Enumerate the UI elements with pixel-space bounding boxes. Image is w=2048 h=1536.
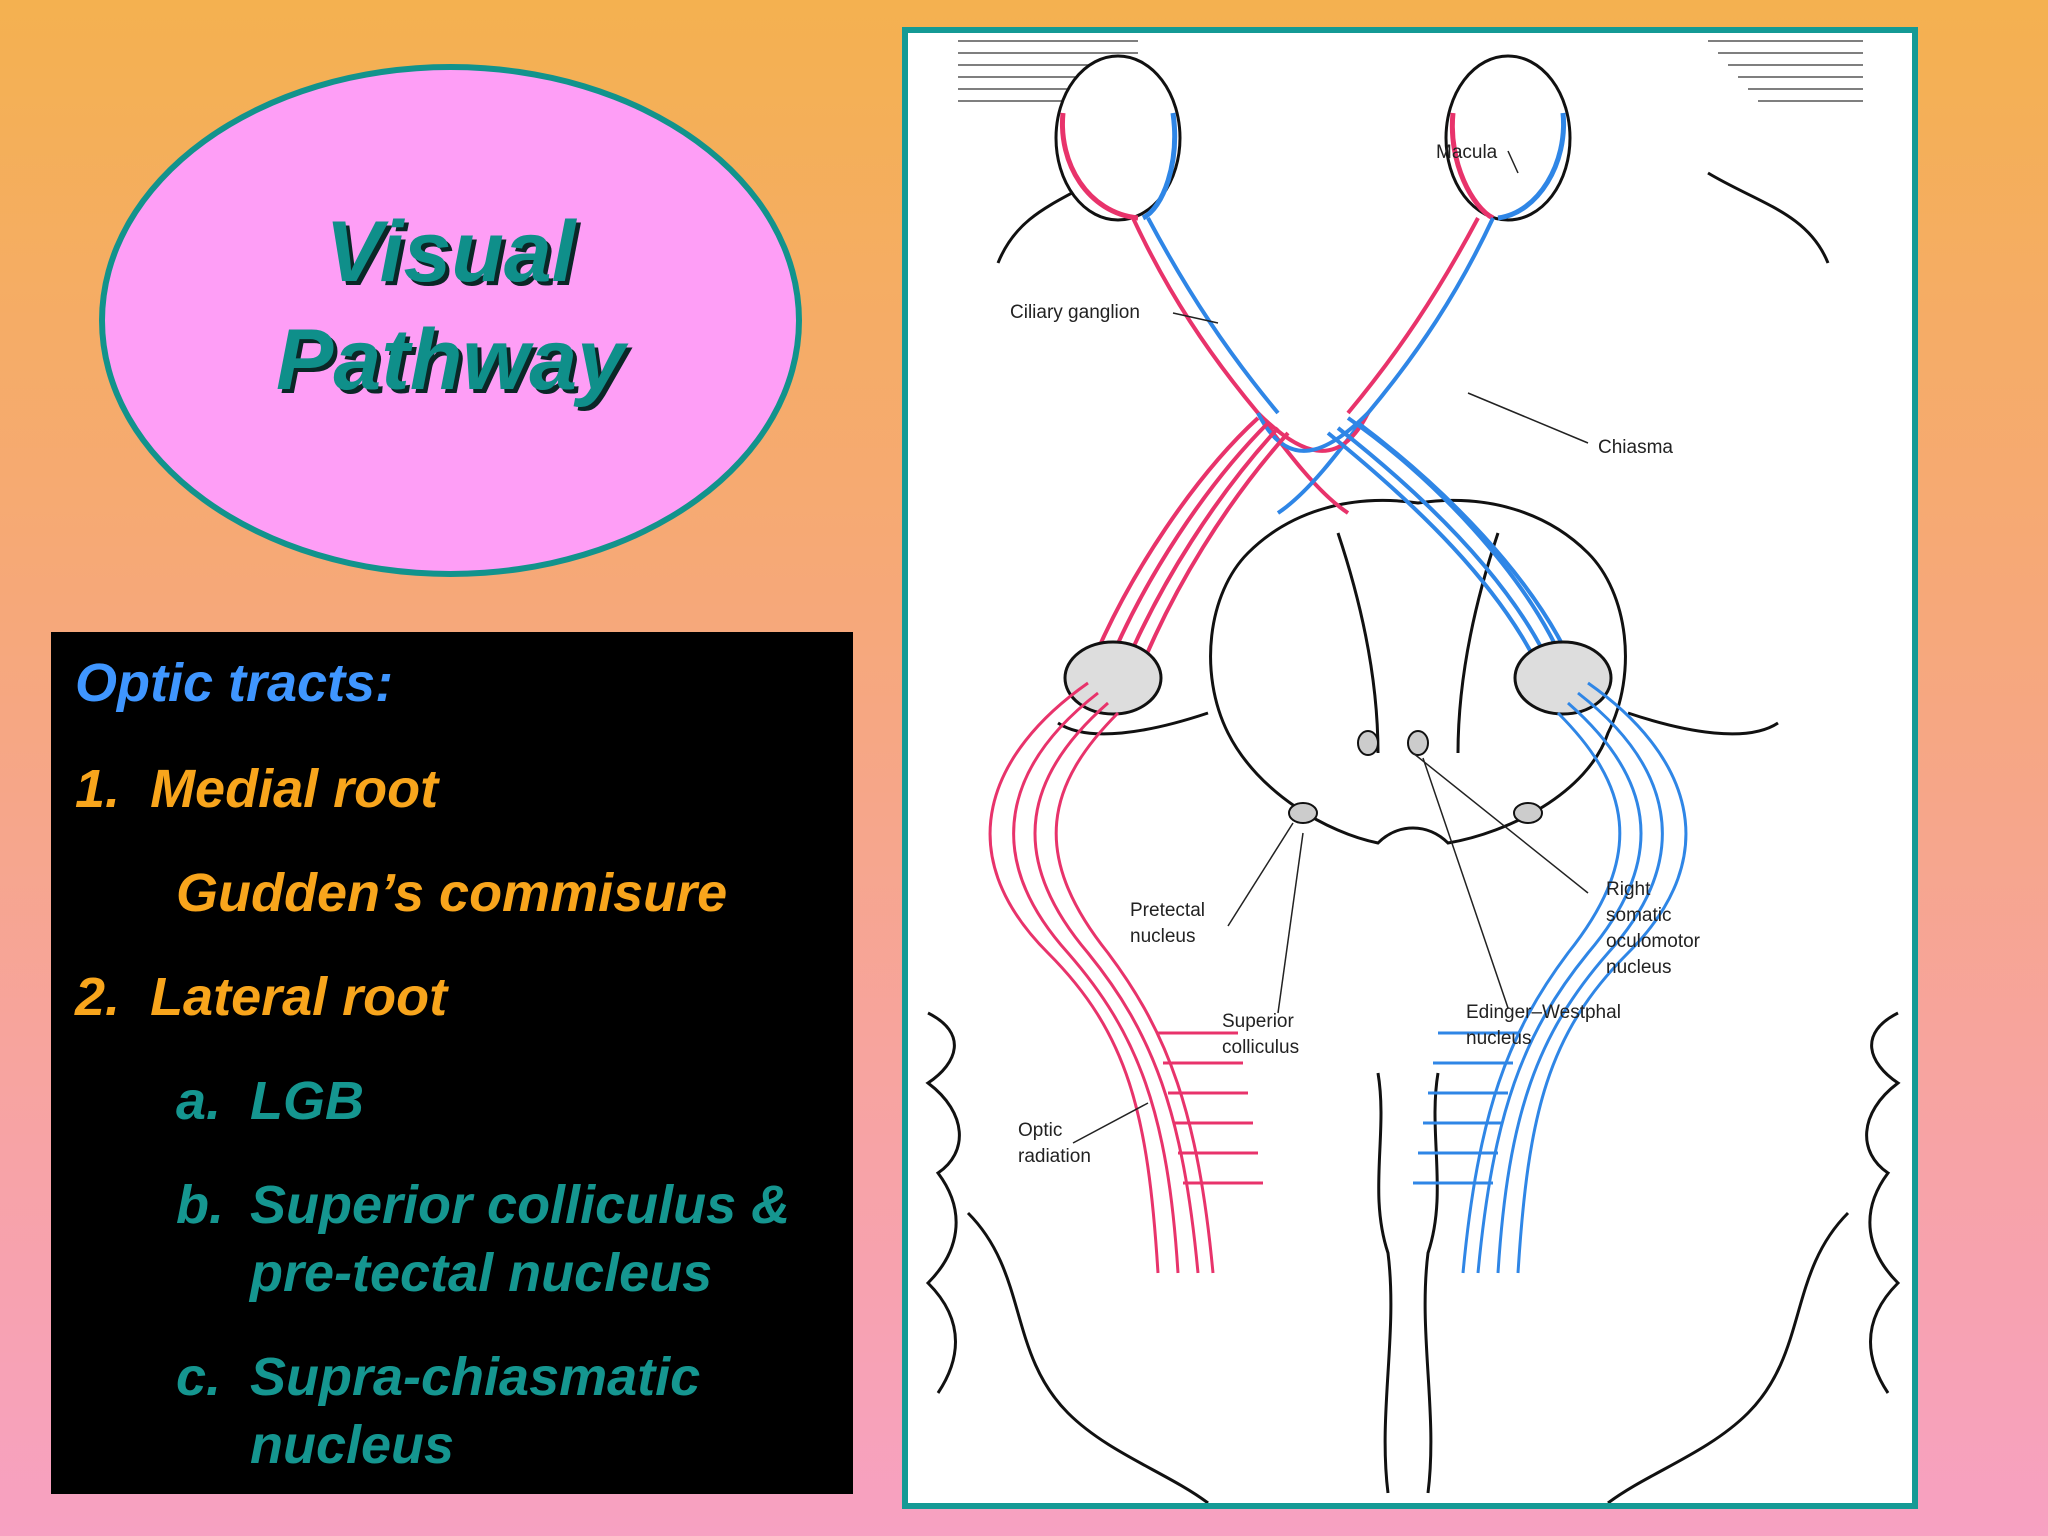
title-ellipse: Visual Pathway [99, 64, 802, 577]
list-item-guddens-commisure: Gudden’s commisure [176, 860, 727, 926]
label-edinger-2: nucleus [1466, 1028, 1532, 1049]
title-line-1: Visual [325, 203, 576, 300]
label-right-2: somatic [1606, 905, 1671, 926]
title-line-2: Pathway [276, 311, 625, 408]
right-optic-tract [1326, 416, 1580, 689]
right-eye [1444, 54, 1572, 222]
list-number: 2. [75, 967, 121, 1027]
label-right-1: Right [1606, 879, 1651, 900]
list-text: Gudden’s commisure [176, 863, 728, 923]
label-superior-1: Superior [1222, 1011, 1294, 1032]
diagram-svg: Macula Ciliary ganglion Chiasma Pretecta… [925, 40, 1901, 1503]
list-item-lgb: a. LGB [176, 1068, 364, 1134]
left-eye [1054, 54, 1182, 222]
label-pretectal-1: Pretectal [1130, 900, 1205, 921]
label-pretectal-2: nucleus [1130, 926, 1196, 947]
list-text: LGB [250, 1071, 364, 1131]
visual-pathway-diagram: Macula Ciliary ganglion Chiasma Pretecta… [902, 27, 1918, 1509]
list-number: c. [176, 1347, 222, 1407]
label-right-4: nucleus [1606, 957, 1672, 978]
label-right-3: oculomotor [1606, 931, 1701, 952]
label-ciliary-ganglion: Ciliary ganglion [1010, 302, 1140, 323]
list-text: Medial root [150, 759, 439, 819]
brain-outline [925, 171, 1901, 1503]
optic-nerves [1131, 217, 1495, 515]
left-optic-radiation [988, 681, 1263, 1274]
list-text: Supra-chiasmatic [250, 1347, 701, 1407]
midbrain-nuclei [1288, 730, 1543, 824]
label-optic-2: radiation [1018, 1146, 1091, 1167]
list-item-pretectal-nucleus: pre-tectal nucleus [250, 1240, 712, 1306]
optic-tracts-panel: Optic tracts: 1. Medial root Gudden’s co… [51, 632, 853, 1494]
right-optic-radiation [1413, 681, 1688, 1274]
panel-heading: Optic tracts: [75, 653, 394, 713]
list-item-suprachiasmatic: c. Supra-chiasmatic [176, 1344, 700, 1410]
orbit-hatching [958, 40, 1863, 102]
list-number: b. [176, 1175, 224, 1235]
list-text: pre-tectal nucleus [250, 1243, 713, 1303]
leader-lines [1072, 150, 1589, 1144]
list-item-medial-root: 1. Medial root [75, 756, 438, 822]
left-lgb [1063, 640, 1163, 716]
label-superior-2: colliculus [1222, 1037, 1299, 1058]
list-item-lateral-root: 2. Lateral root [75, 964, 447, 1030]
label-macula: Macula [1436, 142, 1498, 163]
label-chiasma: Chiasma [1598, 437, 1673, 458]
right-lgb [1513, 640, 1613, 716]
list-number: 1. [75, 759, 121, 819]
list-item-superior-colliculus: b. Superior colliculus & [176, 1172, 790, 1238]
label-edinger-1: Edinger–Westphal [1466, 1002, 1621, 1023]
list-text: Superior colliculus & [250, 1175, 791, 1235]
label-optic-1: Optic [1018, 1120, 1062, 1141]
list-text: Lateral root [150, 967, 448, 1027]
list-item-nucleus: nucleus [250, 1412, 454, 1478]
list-number: a. [176, 1071, 222, 1131]
list-text: nucleus [250, 1415, 455, 1475]
